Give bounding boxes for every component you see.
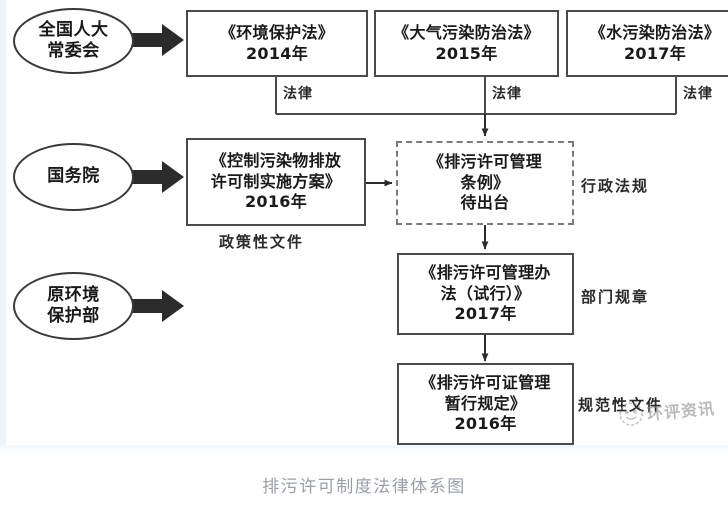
actor-mep-line2: 保护部 [47,306,100,326]
tier-label-administrative-regulation: 行政法规 [581,177,650,195]
policy-document-title-line1: 《控制污染物排放 [210,150,342,170]
actor-oval-ministry-environmental-protection: 原环境 保护部 [13,272,134,340]
normative-document-title-line1: 《排污许可证管理 [420,372,551,392]
policy-document-box: 《控制污染物排放 许可制实施方案》 2016年 [186,138,366,226]
administrative-regulation-box-pending: 《排污许可管理 条例》 待出台 [396,141,574,225]
policy-document-title-line2: 许可制实施方案》 [210,171,342,191]
tier-label-law-3: 法律 [681,83,715,103]
actor-oval-state-council: 国务院 [13,143,134,211]
law-year-water-pollution: 2017年 [623,43,687,63]
page-left-strip [0,0,6,447]
law-year-environmental-protection: 2014年 [245,43,308,63]
administrative-regulation-status: 待出台 [460,193,510,213]
tier-label-department-rule: 部门规章 [581,288,650,306]
tier-label-law-1: 法律 [281,83,315,103]
law-year-air-pollution: 2015年 [435,43,498,63]
department-rule-title-line1: 《排污许可管理办 [420,262,551,282]
department-rule-title-line2: 法（试行）》 [440,283,531,303]
policy-document-year: 2016年 [244,192,308,212]
actor-oval-npc-standing-committee: 全国人大 常委会 [13,8,134,74]
actor-npc-line1: 全国人大 [38,19,109,40]
administrative-regulation-title-line1: 《排污许可管理 [427,151,543,171]
law-box-water-pollution: 《水污染防治法》 2017年 [566,10,728,77]
law-title-air-pollution: 《大气污染防治法》 [393,22,540,42]
block-arrow-mep-to-rule [132,290,184,322]
department-rule-box: 《排污许可管理办 法（试行）》 2017年 [397,253,574,335]
law-box-environmental-protection: 《环境保护法》 2014年 [186,10,368,77]
block-arrow-state-council-to-policy [132,161,184,193]
normative-document-box: 《排污许可证管理 暂行规定》 2016年 [397,363,574,445]
law-title-water-pollution: 《水污染防治法》 [589,22,721,42]
normative-document-year: 2016年 [454,414,517,434]
actor-mep-line1: 原环境 [47,284,100,305]
tier-label-policy-document: 政策性文件 [219,233,305,251]
law-title-environmental-protection: 《环境保护法》 [219,22,335,42]
block-arrow-npc-to-law [132,24,184,56]
normative-document-title-line2: 暂行规定》 [444,393,527,413]
tier-label-law-2: 法律 [490,83,524,103]
actor-npc-line2: 常委会 [47,41,100,61]
law-box-air-pollution: 《大气污染防治法》 2015年 [374,10,559,77]
tier-label-normative-document: 规范性文件 [578,396,664,414]
administrative-regulation-title-line2: 条例》 [460,172,510,192]
figure-caption: 排污许可制度法律体系图 [262,477,466,497]
actor-state-council-line1: 国务院 [47,166,100,187]
page-bottom-strip [0,445,728,455]
department-rule-year: 2017年 [454,304,517,324]
